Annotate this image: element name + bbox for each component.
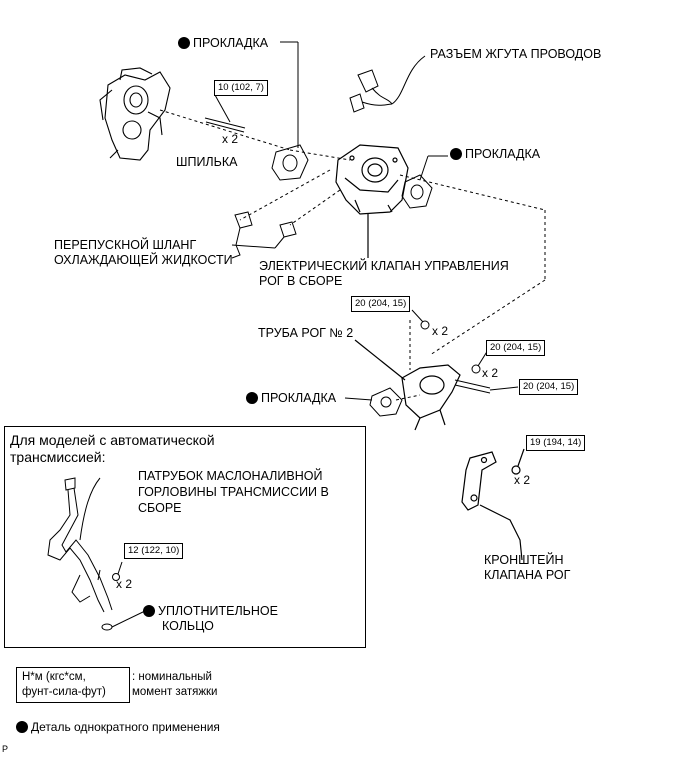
egr-pipe-label: ТРУБА РОГ № 2 [258, 326, 354, 340]
gasket-top-part [271, 41, 309, 181]
single-use-dot-icon [143, 605, 155, 617]
single-use-dot-icon [246, 392, 258, 404]
stud-torque: 10 (102, 7) [214, 80, 268, 96]
single-use-dot-icon [16, 721, 28, 733]
gasket-right-label: ПРОКЛАДКА [450, 147, 540, 162]
pipe-nut-torque: 20 (204, 15) [486, 340, 546, 356]
corner-mark: P [2, 744, 9, 754]
gasket-right-part [401, 155, 448, 209]
gasket-lower-label: ПРОКЛАДКА [246, 391, 336, 406]
stud-part [204, 94, 246, 133]
egr-valve-part [335, 144, 409, 258]
engine-block-outline [99, 67, 171, 161]
gasket-top-label: ПРОКЛАДКА [178, 36, 268, 51]
harness-connector-label: РАЗЪЕМ ЖГУТА ПРОВОДОВ [430, 47, 602, 61]
egr-pipe-part [354, 339, 461, 431]
automatic-transmission-inset [4, 426, 366, 648]
pipe-top-torque: 20 (204, 15) [351, 296, 411, 312]
bracket-quantity: x 2 [514, 473, 531, 487]
pipe-bolt-torque: 20 (204, 15) [519, 379, 579, 395]
filler-pipe-part [47, 477, 146, 631]
filler-quantity: x 2 [116, 577, 133, 591]
stud-label: ШПИЛЬКА [176, 155, 238, 169]
harness-connector-part [349, 55, 426, 113]
single-use-dot-icon [450, 148, 462, 160]
bracket-torque: 19 (194, 14) [526, 435, 586, 451]
stud-quantity: x 2 [222, 132, 239, 146]
pipe-nut-quantity: x 2 [482, 366, 499, 380]
torque-unit-legend-box: Н*м (кгс*см,фунт-сила-фут) [16, 667, 130, 703]
bypass-hoses-part [231, 211, 297, 259]
single-use-legend: Деталь однократного применения [16, 720, 220, 735]
gasket-lower-part [344, 387, 403, 417]
pipe-top-quantity: x 2 [432, 324, 449, 338]
filler-torque: 12 (122, 10) [124, 543, 184, 559]
bracket-part [461, 448, 525, 561]
single-use-dot-icon [178, 37, 190, 49]
